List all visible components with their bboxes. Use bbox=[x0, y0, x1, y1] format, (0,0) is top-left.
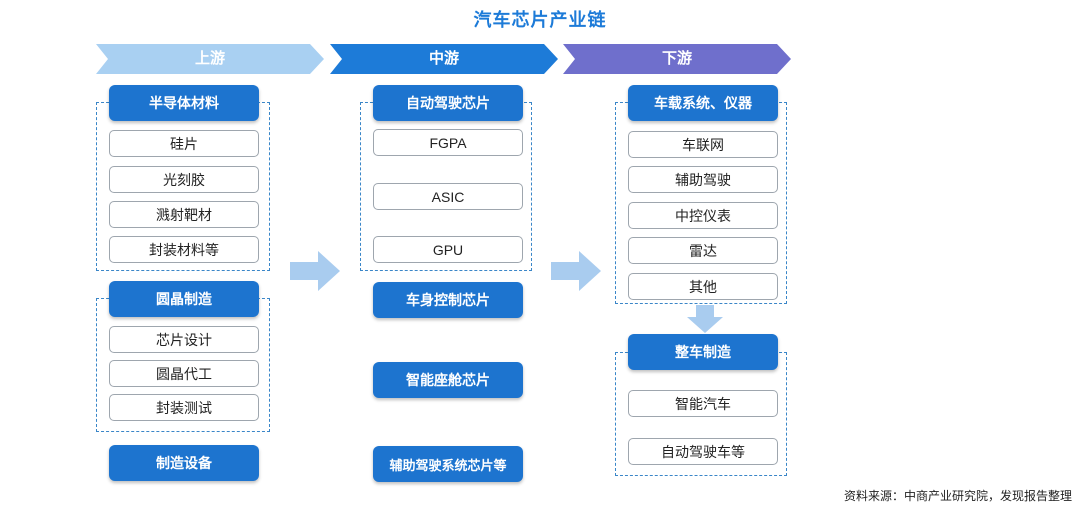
flow-arrow-right-icon bbox=[551, 251, 601, 291]
stage-banner-upstream: 上游 bbox=[96, 44, 324, 74]
stage-banner-downstream: 下游 bbox=[563, 44, 791, 74]
banner-shape-downstream bbox=[563, 44, 791, 74]
source-note: 资料来源：中商产业研究院，发现报告整理 bbox=[843, 489, 1072, 503]
flow-arrow-right-icon bbox=[290, 251, 340, 291]
upstream-semiconductor-item: 溅射靶材 bbox=[109, 201, 259, 228]
banner-shape-midstream bbox=[330, 44, 558, 74]
flow-arrow-down-icon bbox=[687, 305, 723, 333]
downstream-vehicle-systems-item: 中控仪表 bbox=[628, 202, 778, 229]
upstream-wafer-item: 封装测试 bbox=[109, 394, 259, 421]
diagram-title: 汽车芯片产业链 bbox=[473, 10, 607, 30]
downstream-vehicle-systems-item: 车联网 bbox=[628, 131, 778, 158]
stage-label-upstream: 上游 bbox=[194, 50, 225, 67]
upstream-semiconductor-item: 硅片 bbox=[109, 130, 259, 157]
midstream-autonomous-item: GPU bbox=[373, 236, 523, 263]
upstream-wafer-item: 芯片设计 bbox=[109, 326, 259, 353]
downstream-vehicle-systems-item: 其他 bbox=[628, 273, 778, 300]
midstream-cockpit-header: 智能座舱芯片 bbox=[373, 362, 523, 398]
midstream-adas-header: 辅助驾驶系统芯片等 bbox=[373, 446, 523, 482]
downstream-vehicle-systems-item: 雷达 bbox=[628, 237, 778, 264]
upstream-equipment-header: 制造设备 bbox=[109, 445, 259, 481]
upstream-wafer-item: 圆晶代工 bbox=[109, 360, 259, 387]
stage-label-midstream: 中游 bbox=[428, 50, 459, 67]
upstream-wafer-header: 圆晶制造 bbox=[109, 281, 259, 317]
upstream-semiconductor-item: 封装材料等 bbox=[109, 236, 259, 263]
downstream-vehicle-manufacturing-item: 自动驾驶车等 bbox=[628, 438, 778, 465]
downstream-vehicle-systems-item: 辅助驾驶 bbox=[628, 166, 778, 193]
midstream-autonomous-header: 自动驾驶芯片 bbox=[373, 85, 523, 121]
midstream-autonomous-item: ASIC bbox=[373, 183, 523, 210]
midstream-body-control-header: 车身控制芯片 bbox=[373, 282, 523, 318]
upstream-semiconductor-header: 半导体材料 bbox=[109, 85, 259, 121]
midstream-autonomous-item: FGPA bbox=[373, 129, 523, 156]
stage-label-downstream: 下游 bbox=[661, 50, 692, 67]
downstream-vehicle-manufacturing-item: 智能汽车 bbox=[628, 390, 778, 417]
downstream-vehicle-manufacturing-header: 整车制造 bbox=[628, 334, 778, 370]
downstream-vehicle-systems-header: 车载系统、仪器 bbox=[628, 85, 778, 121]
upstream-semiconductor-item: 光刻胶 bbox=[109, 166, 259, 193]
stage-banner-midstream: 中游 bbox=[330, 44, 558, 74]
banner-shape-upstream bbox=[96, 44, 324, 74]
